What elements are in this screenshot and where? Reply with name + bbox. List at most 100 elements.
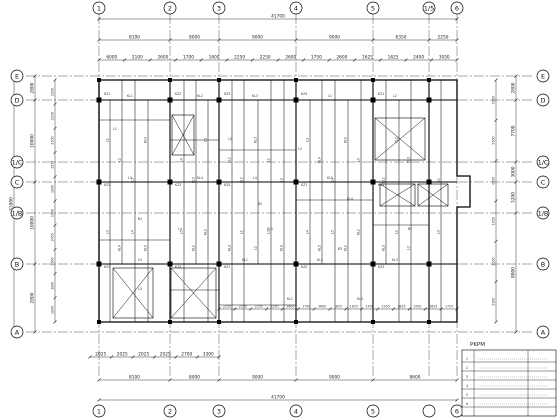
beam-label-vertical: KL5 bbox=[318, 245, 322, 251]
title-block-frame bbox=[461, 349, 557, 417]
axis-bubble-bottom-label: 2 bbox=[168, 407, 172, 415]
dim-bottom-sub-text: 2700 bbox=[181, 351, 192, 357]
dim-top-span-text: 9000 bbox=[252, 34, 263, 40]
axis-bubble-top bbox=[450, 1, 464, 15]
dim-mid-row-tick bbox=[233, 307, 237, 311]
beam-label-vertical: L2 bbox=[280, 178, 284, 182]
dim-right-inner-text: 5300 bbox=[491, 136, 495, 144]
dim-top-span-text: 2250 bbox=[438, 34, 449, 40]
dim-left-inner-text: 1800 bbox=[50, 306, 54, 314]
slab-label: B2 bbox=[258, 202, 262, 206]
column bbox=[370, 179, 376, 185]
column-label: KZ1 bbox=[378, 92, 384, 96]
axis-bubble-left bbox=[10, 155, 24, 169]
dim-top-sub-tick bbox=[174, 58, 178, 62]
dim-top-sub-tick bbox=[276, 58, 280, 62]
axis-bubble-right-label: E bbox=[541, 72, 545, 80]
column bbox=[293, 179, 299, 185]
beam-label-vertical: L5 bbox=[180, 230, 184, 234]
axis-bubble-right-label: 1/C bbox=[538, 158, 549, 166]
beam-label: L3 bbox=[298, 147, 302, 151]
axis-bubble-right bbox=[536, 206, 550, 220]
slab-label: B3 bbox=[338, 247, 342, 251]
dim-bottom-sub-tick bbox=[109, 355, 114, 359]
dim-mid-row-tick bbox=[249, 307, 253, 311]
dim-mid-row-tick bbox=[280, 307, 285, 311]
beam-label: KL1 bbox=[127, 94, 133, 98]
dim-right-inner-text: 1850 bbox=[491, 217, 495, 225]
title-block-row-number: 1 bbox=[466, 357, 468, 361]
opening-cross bbox=[417, 183, 449, 207]
dim-left-inner-tick bbox=[53, 271, 57, 276]
dim-bottom-span-tick bbox=[168, 378, 172, 382]
column bbox=[370, 97, 376, 103]
beam-label-vertical: KL5 bbox=[192, 177, 196, 183]
axis-bubble-left bbox=[10, 93, 24, 107]
dim-right-inner-text: 4350 bbox=[491, 177, 495, 185]
dim-right-inner-text: 2200 bbox=[491, 257, 495, 265]
beam-label: KL2 bbox=[357, 297, 363, 301]
beam-label-vertical: KL4 bbox=[280, 245, 284, 251]
column bbox=[293, 261, 299, 267]
dim-right-outer-text: 3000 bbox=[510, 166, 516, 177]
dim-left-inner-tick bbox=[53, 223, 57, 227]
dim-top-sub-text: 3050 bbox=[439, 54, 450, 60]
axis-bubble-left bbox=[10, 206, 24, 220]
title-block-row-number: 3 bbox=[466, 375, 468, 379]
dim-left-inner-tick bbox=[53, 150, 57, 155]
beam-label-vertical: L1 bbox=[106, 138, 110, 142]
beam-label-vertical: L3 bbox=[267, 230, 271, 234]
dim-left-inner-tick bbox=[53, 247, 57, 252]
column-label: KZ1 bbox=[104, 92, 110, 96]
dim-bottom-span-text: 8600 bbox=[410, 374, 421, 380]
beam-label: L2 bbox=[393, 94, 397, 98]
axis-bubble-left bbox=[10, 257, 24, 271]
beam-label-vertical: L4 bbox=[331, 178, 335, 182]
axis-bubble-bottom bbox=[422, 404, 436, 418]
beam-label-vertical: KL4 bbox=[144, 137, 148, 143]
axis-bubble-left-label: A bbox=[15, 328, 20, 336]
axis-bubble-bottom bbox=[289, 404, 303, 418]
dim-left-outer-text: 10000 bbox=[29, 134, 35, 148]
title-block-row-number: 4 bbox=[466, 384, 468, 388]
opening-frame bbox=[171, 114, 195, 156]
dim-left-inner-text: 1800 bbox=[50, 282, 54, 290]
dim-mid-row-tick bbox=[344, 307, 348, 311]
dim-top-sub-text: 2600 bbox=[336, 54, 347, 60]
axis-bubble-bottom bbox=[163, 404, 177, 418]
column bbox=[167, 179, 173, 185]
exterior-wall bbox=[98, 79, 471, 323]
axis-bubble-right-label: C bbox=[541, 178, 546, 186]
dim-left-total-text: 31000 bbox=[8, 197, 14, 211]
title-block-row-number: 6 bbox=[466, 402, 468, 406]
dim-top-span-tick bbox=[294, 38, 298, 42]
opening-cross bbox=[171, 114, 195, 156]
column bbox=[96, 179, 102, 185]
dim-mid-row-tick bbox=[423, 307, 427, 311]
beam-label-vertical: KL5 bbox=[344, 137, 348, 143]
axis-bubble-top-label: 6 bbox=[455, 4, 459, 12]
beam-label-vertical: L3 bbox=[306, 138, 310, 142]
dim-top-sub-tick bbox=[327, 58, 331, 62]
dim-top-sub-text: 2250 bbox=[260, 54, 271, 60]
dim-mid-row-text: 2350 bbox=[382, 304, 390, 308]
dim-mid-row-text: 1625 bbox=[350, 304, 358, 308]
dim-mid-row-text: 1625 bbox=[429, 304, 437, 308]
column-label: KZ3 bbox=[224, 92, 230, 96]
axis-bubble-right-label: B bbox=[541, 260, 545, 268]
dim-overall-top-text: 41700 bbox=[271, 13, 285, 19]
beam-label: KL4 bbox=[197, 176, 203, 180]
dim-mid-row-text: 2600 bbox=[286, 304, 294, 308]
beam-label-vertical: L3 bbox=[106, 230, 110, 234]
axis-bubble-right-label: D bbox=[540, 96, 545, 104]
beam-label-vertical: L2 bbox=[407, 246, 411, 250]
dim-bottom-span-tick bbox=[294, 378, 298, 382]
dim-mid-row-text: 1725 bbox=[445, 304, 453, 308]
dim-bottom-sub-tick bbox=[152, 355, 157, 359]
dim-mid-row-tick bbox=[296, 307, 301, 311]
dim-left-outer-tick bbox=[33, 180, 37, 184]
dim-top-sub-text: 1625 bbox=[388, 54, 399, 60]
beam-label-vertical: KL3 bbox=[382, 245, 386, 251]
